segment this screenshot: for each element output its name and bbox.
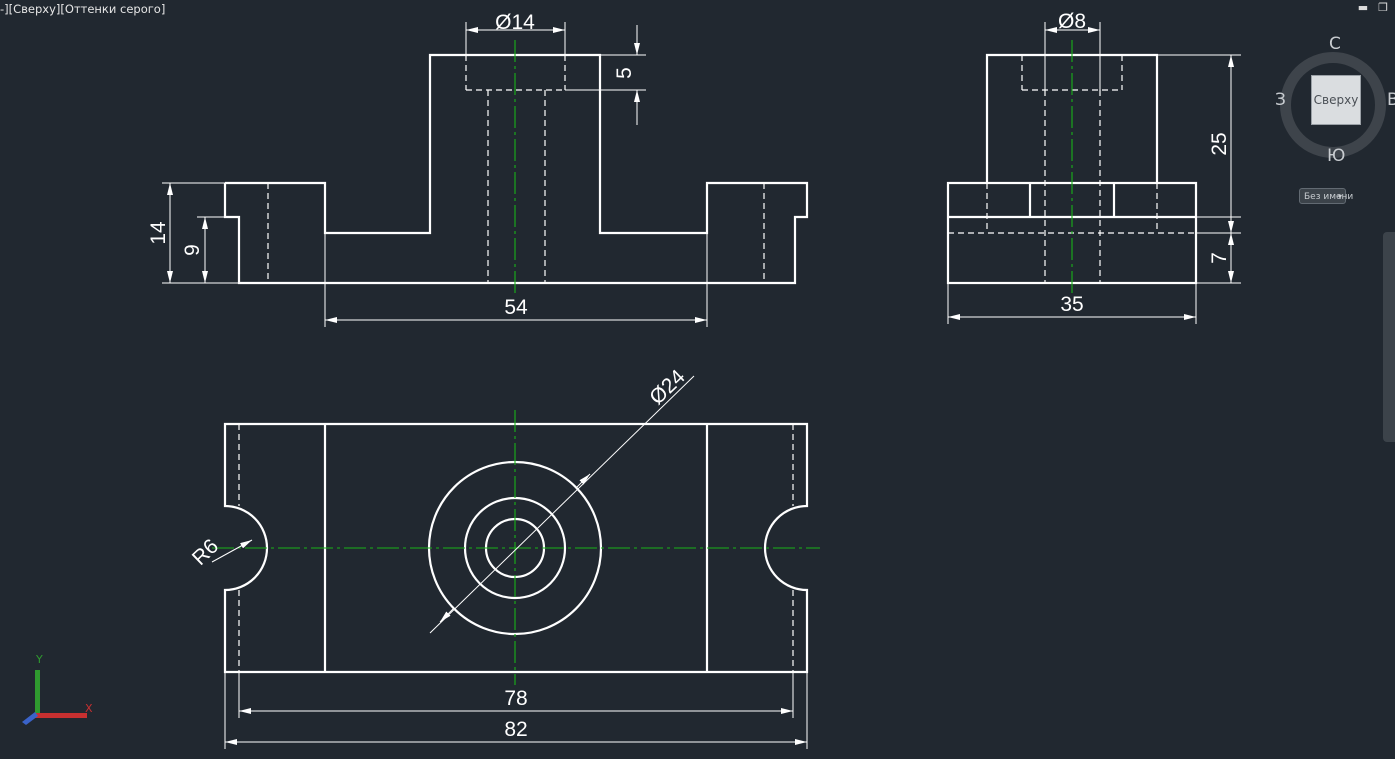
side-boss-height-dim: 25 xyxy=(1208,132,1231,155)
side-hole-dim: Ø8 xyxy=(1058,10,1086,33)
front-hole-dim: Ø14 xyxy=(495,11,535,34)
navigation-bar[interactable] xyxy=(1383,232,1395,442)
top-slot-radius-dim: R6 xyxy=(188,535,223,570)
top-total-width-dim: 82 xyxy=(504,718,527,741)
top-view-hidden-lines xyxy=(238,424,794,672)
viewcube-compass-ring[interactable] xyxy=(1280,52,1386,158)
front-inner-width-dim: 54 xyxy=(504,296,528,319)
ucs-x-label: X xyxy=(85,702,93,715)
top-inner-width-dim: 78 xyxy=(504,687,527,710)
viewcube[interactable]: Сверху С Ю З В xyxy=(1275,34,1395,170)
front-step-height-dim: 9 xyxy=(181,244,204,256)
top-view-centerlines xyxy=(212,410,820,685)
ucs-icon: Y X xyxy=(22,653,93,725)
top-view: Ø24 R6 78 82 xyxy=(188,365,820,749)
viewcube-top-face[interactable]: Сверху xyxy=(1311,75,1361,125)
viewcube-north[interactable]: С xyxy=(1329,34,1341,54)
wcs-menu-label: Без имени xyxy=(1304,192,1354,202)
side-view-dimension-lines xyxy=(947,22,1241,324)
top-view-dimension-lines xyxy=(211,375,808,749)
side-view: Ø8 25 7 35 xyxy=(946,10,1241,324)
chevron-down-icon: ▾ xyxy=(1337,192,1342,201)
side-width-dim: 35 xyxy=(1060,293,1083,316)
front-total-height-dim: 14 xyxy=(147,221,170,245)
front-view-dimension-lines xyxy=(162,22,708,327)
wcs-menu-dropdown[interactable]: Без имени ▾ xyxy=(1299,188,1353,204)
viewcube-south[interactable]: Ю xyxy=(1327,146,1346,166)
front-view-hidden-lines xyxy=(267,55,765,283)
front-counterbore-dim: 5 xyxy=(613,67,636,79)
minimize-icon[interactable]: ▬ xyxy=(1357,1,1369,14)
front-view-outline xyxy=(223,53,809,285)
viewcube-west[interactable]: З xyxy=(1275,90,1286,110)
viewcube-east[interactable]: В xyxy=(1387,90,1395,110)
viewport-controls-label[interactable]: -][Сверху][Оттенки серого] xyxy=(0,2,166,16)
side-base-height-dim: 7 xyxy=(1208,252,1231,264)
front-view: Ø14 5 14 9 54 xyxy=(147,11,809,327)
window-controls: ▬ ❐ xyxy=(1357,2,1389,14)
side-view-hidden-lines xyxy=(948,55,1196,283)
restore-icon[interactable]: ❐ xyxy=(1378,1,1388,14)
top-boss-dia-dim: Ø24 xyxy=(645,365,690,409)
ucs-y-label: Y xyxy=(35,653,43,666)
